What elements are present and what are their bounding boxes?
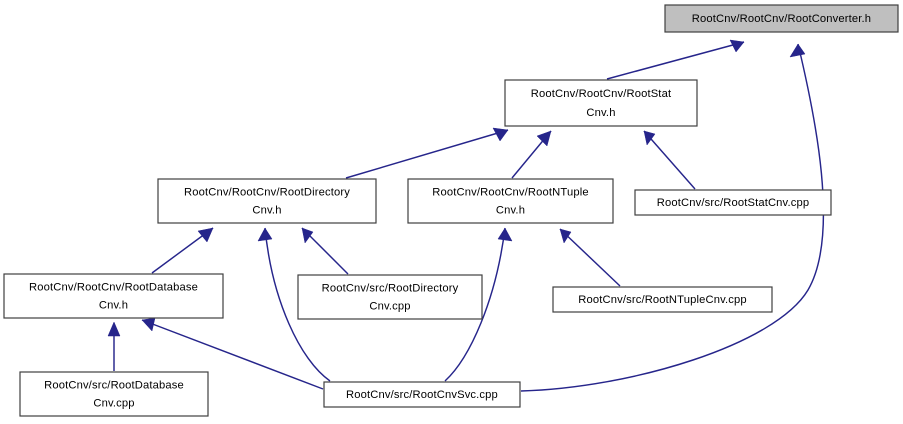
edges-layer — [107, 39, 825, 392]
root-ntuple-cnv-source-box[interactable] — [552, 286, 773, 313]
edge-rootstatcnv-h-to-rootconverter-h — [606, 39, 745, 80]
edge-rootntuplecnv-h-to-rootstatcnv-h — [511, 130, 552, 179]
edge-rootstatcnv-cpp-to-rootstatcnv-h-line — [643, 130, 696, 190]
edge-rootdirectorycnv-h-to-rootstatcnv-h — [345, 127, 509, 179]
edge-rootcnvsvc-cpp-to-rootdatabasecnv-h-arrowhead-icon — [141, 317, 156, 332]
edge-rootdirectorycnv-cpp-to-rootdirectorycnv-h — [301, 227, 349, 275]
edge-rootdatabasecnv-cpp-to-rootdatabasecnv-h — [107, 321, 121, 371]
edge-rootcnvsvc-cpp-to-rootdirectorycnv-h-line — [264, 227, 331, 382]
root-stat-cnv-header-label-line2: Cnv.h — [586, 107, 615, 119]
root-directory-cnv-header-label-line1: RootCnv/RootCnv/RootDirectory — [184, 187, 350, 199]
graph-node-root-converter-header[interactable]: RootCnv/RootCnv/RootConverter.h — [664, 4, 899, 33]
root-stat-cnv-source-box[interactable] — [634, 189, 832, 216]
root-database-cnv-header-label-line1: RootCnv/RootCnv/RootDatabase — [29, 282, 198, 294]
root-cnv-svc-source-box[interactable] — [323, 381, 521, 408]
edge-rootdirectorycnv-h-to-rootstatcnv-h-arrowhead-icon — [492, 127, 509, 142]
edge-rootstatcnv-cpp-to-rootstatcnv-h-arrowhead-icon — [643, 130, 656, 146]
edge-rootdatabasecnv-h-to-rootdirectorycnv-h — [151, 227, 214, 274]
root-stat-cnv-header-label-line1: RootCnv/RootCnv/RootStat — [531, 88, 672, 100]
root-stat-cnv-source-label: RootCnv/src/RootStatCnv.cpp — [657, 197, 809, 209]
root-directory-cnv-source-box[interactable] — [297, 274, 483, 320]
nodes-layer: RootCnv/RootCnv/RootConverter.hRootCnv/R… — [3, 4, 899, 417]
edge-rootntuplecnv-cpp-to-rootntuplecnv-h-arrowhead-icon — [559, 228, 572, 244]
root-stat-cnv-header-box[interactable] — [504, 79, 698, 127]
graph-node-root-cnv-svc-source[interactable]: RootCnv/src/RootCnvSvc.cpp — [323, 381, 521, 408]
graph-node-root-stat-cnv-source[interactable]: RootCnv/src/RootStatCnv.cpp — [634, 189, 832, 216]
edge-rootcnvsvc-cpp-to-rootconverter-h — [520, 43, 825, 392]
edge-rootcnvsvc-cpp-to-rootdirectorycnv-h-arrowhead-icon — [257, 227, 273, 242]
edge-rootstatcnv-h-to-rootconverter-h-line — [606, 41, 745, 80]
root-converter-header-label: RootCnv/RootCnv/RootConverter.h — [692, 13, 871, 25]
graph-node-root-ntuple-cnv-source[interactable]: RootCnv/src/RootNTupleCnv.cpp — [552, 286, 773, 313]
root-converter-header-box[interactable] — [664, 4, 899, 33]
edge-rootdirectorycnv-cpp-to-rootdirectorycnv-h-arrowhead-icon — [301, 227, 314, 244]
root-directory-cnv-header-box[interactable] — [157, 178, 377, 224]
edge-rootntuplecnv-h-to-rootstatcnv-h-arrowhead-icon — [536, 130, 552, 147]
edge-rootntuplecnv-cpp-to-rootntuplecnv-h — [559, 228, 621, 287]
root-ntuple-cnv-header-box[interactable] — [407, 178, 614, 224]
root-ntuple-cnv-header-label-line1: RootCnv/RootCnv/RootNTuple — [432, 187, 588, 199]
root-directory-cnv-source-label-line1: RootCnv/src/RootDirectory — [322, 283, 459, 295]
root-database-cnv-source-label-line1: RootCnv/src/RootDatabase — [44, 380, 184, 392]
edge-rootcnvsvc-cpp-to-rootconverter-h-arrowhead-icon — [789, 43, 806, 58]
edge-rootcnvsvc-cpp-to-rootdatabasecnv-h-line — [141, 319, 324, 390]
root-cnv-svc-source-label: RootCnv/src/RootCnvSvc.cpp — [346, 389, 498, 401]
edge-rootstatcnv-cpp-to-rootstatcnv-h — [643, 130, 696, 190]
edge-rootcnvsvc-cpp-to-rootconverter-h-line — [520, 43, 825, 392]
root-directory-cnv-header-label-line2: Cnv.h — [252, 205, 281, 217]
edge-rootstatcnv-h-to-rootconverter-h-arrowhead-icon — [729, 39, 745, 53]
edge-rootcnvsvc-cpp-to-rootntuplecnv-h-arrowhead-icon — [497, 227, 513, 242]
root-directory-cnv-source-label-line2: Cnv.cpp — [369, 301, 410, 313]
graph-node-root-stat-cnv-header[interactable]: RootCnv/RootCnv/RootStatCnv.h — [504, 79, 698, 127]
edge-rootcnvsvc-cpp-to-rootntuplecnv-h-line — [444, 227, 506, 382]
edge-rootcnvsvc-cpp-to-rootntuplecnv-h — [444, 227, 513, 382]
root-database-cnv-header-label-line2: Cnv.h — [99, 300, 128, 312]
edge-rootdirectorycnv-h-to-rootstatcnv-h-line — [345, 129, 509, 179]
edge-rootdatabasecnv-h-to-rootdirectorycnv-h-arrowhead-icon — [197, 227, 214, 243]
root-database-cnv-header-box[interactable] — [3, 273, 224, 319]
graph-node-root-ntuple-cnv-header[interactable]: RootCnv/RootCnv/RootNTupleCnv.h — [407, 178, 614, 224]
root-ntuple-cnv-source-label: RootCnv/src/RootNTupleCnv.cpp — [578, 294, 747, 306]
edge-rootcnvsvc-cpp-to-rootdirectorycnv-h — [257, 227, 331, 382]
edge-rootcnvsvc-cpp-to-rootdatabasecnv-h — [141, 317, 324, 390]
root-database-cnv-source-label-line2: Cnv.cpp — [93, 398, 134, 410]
edge-rootntuplecnv-cpp-to-rootntuplecnv-h-line — [559, 228, 621, 287]
root-ntuple-cnv-header-label-line2: Cnv.h — [496, 205, 525, 217]
root-database-cnv-source-box[interactable] — [19, 371, 209, 417]
edge-rootdatabasecnv-cpp-to-rootdatabasecnv-h-arrowhead-icon — [107, 321, 121, 337]
